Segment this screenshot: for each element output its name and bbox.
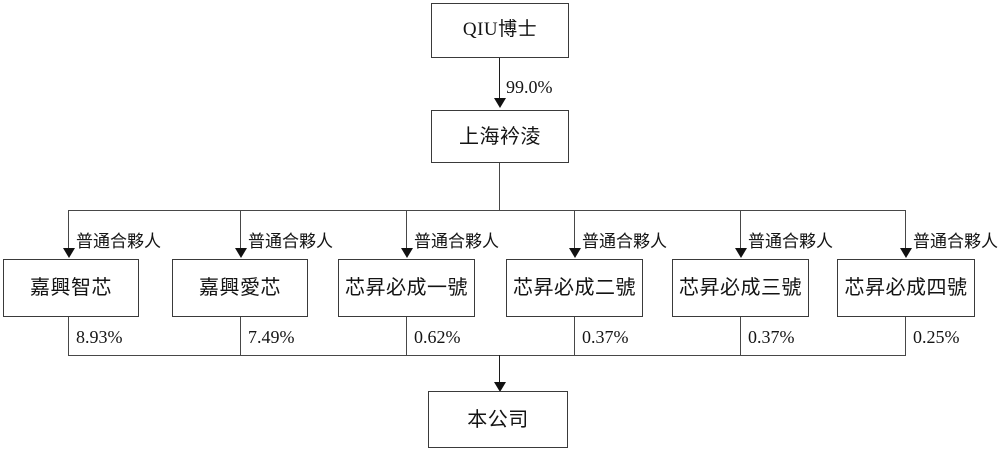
node-partner-5: 芯昇必成三號 (672, 259, 809, 317)
branch-line-partner-2 (240, 210, 242, 250)
branch-arrow-partner-2-icon (235, 248, 247, 258)
stake-label-partner-6: 0.25% (913, 327, 960, 347)
node-root-qiu-doctor: QIU博士 (431, 3, 569, 58)
branch-arrow-partner-6-icon (900, 248, 912, 258)
node-partner-1: 嘉興智芯 (3, 259, 139, 317)
distribution-trunk-line (499, 163, 501, 210)
branch-arrow-partner-3-icon (401, 248, 413, 258)
node-partner-2-label: 嘉興愛芯 (199, 277, 281, 299)
stake-line-partner-2 (240, 317, 242, 355)
node-partner-3: 芯昇必成一號 (338, 259, 475, 317)
node-partner-2: 嘉興愛芯 (172, 259, 308, 317)
branch-arrow-partner-5-icon (735, 248, 747, 258)
node-company-label: 本公司 (467, 408, 529, 431)
node-partner-4-label: 芯昇必成二號 (513, 277, 636, 299)
role-label-partner-6: 普通合夥人 (913, 232, 998, 251)
node-partner-5-label: 芯昇必成三號 (679, 277, 802, 299)
node-partner-1-label: 嘉興智芯 (30, 277, 112, 299)
branch-line-partner-5 (740, 210, 742, 250)
stake-label-partner-5: 0.37% (748, 327, 795, 347)
role-label-partner-2: 普通合夥人 (248, 232, 333, 251)
merge-bus-line (68, 355, 906, 357)
branch-arrow-partner-1-icon (63, 248, 75, 258)
stake-label-partner-4: 0.37% (582, 327, 629, 347)
edge-merge-to-company-line (499, 355, 501, 385)
role-label-partner-4: 普通合夥人 (582, 232, 667, 251)
distribution-bus-line (68, 210, 906, 212)
role-label-partner-5: 普通合夥人 (748, 232, 833, 251)
node-partner-3-label: 芯昇必成一號 (345, 277, 468, 299)
stake-line-partner-3 (406, 317, 408, 355)
branch-line-partner-3 (406, 210, 408, 250)
edge-root-to-holding-line (499, 58, 501, 100)
node-partner-4: 芯昇必成二號 (506, 259, 643, 317)
edge-merge-to-company-arrow-icon (494, 382, 506, 392)
stake-line-partner-6 (905, 317, 907, 355)
node-holding-label: 上海衿淩 (459, 125, 541, 148)
node-holding-shanghai: 上海衿淩 (431, 110, 569, 163)
branch-line-partner-4 (574, 210, 576, 250)
stake-line-partner-4 (574, 317, 576, 355)
edge-label-root-to-holding: 99.0% (506, 77, 553, 97)
branch-arrow-partner-4-icon (569, 248, 581, 258)
node-company: 本公司 (428, 391, 568, 448)
role-label-partner-1: 普通合夥人 (76, 232, 161, 251)
stake-line-partner-1 (68, 317, 70, 355)
node-partner-6-label: 芯昇必成四號 (844, 277, 968, 299)
stake-line-partner-5 (740, 317, 742, 355)
node-root-label: QIU博士 (462, 19, 538, 41)
stake-label-partner-3: 0.62% (414, 327, 461, 347)
role-label-partner-3: 普通合夥人 (414, 232, 499, 251)
stake-label-partner-2: 7.49% (248, 327, 295, 347)
stake-label-partner-1: 8.93% (76, 327, 123, 347)
branch-line-partner-6 (905, 210, 907, 250)
edge-root-to-holding-arrow-icon (494, 98, 506, 108)
node-partner-6: 芯昇必成四號 (837, 259, 975, 317)
branch-line-partner-1 (68, 210, 70, 250)
